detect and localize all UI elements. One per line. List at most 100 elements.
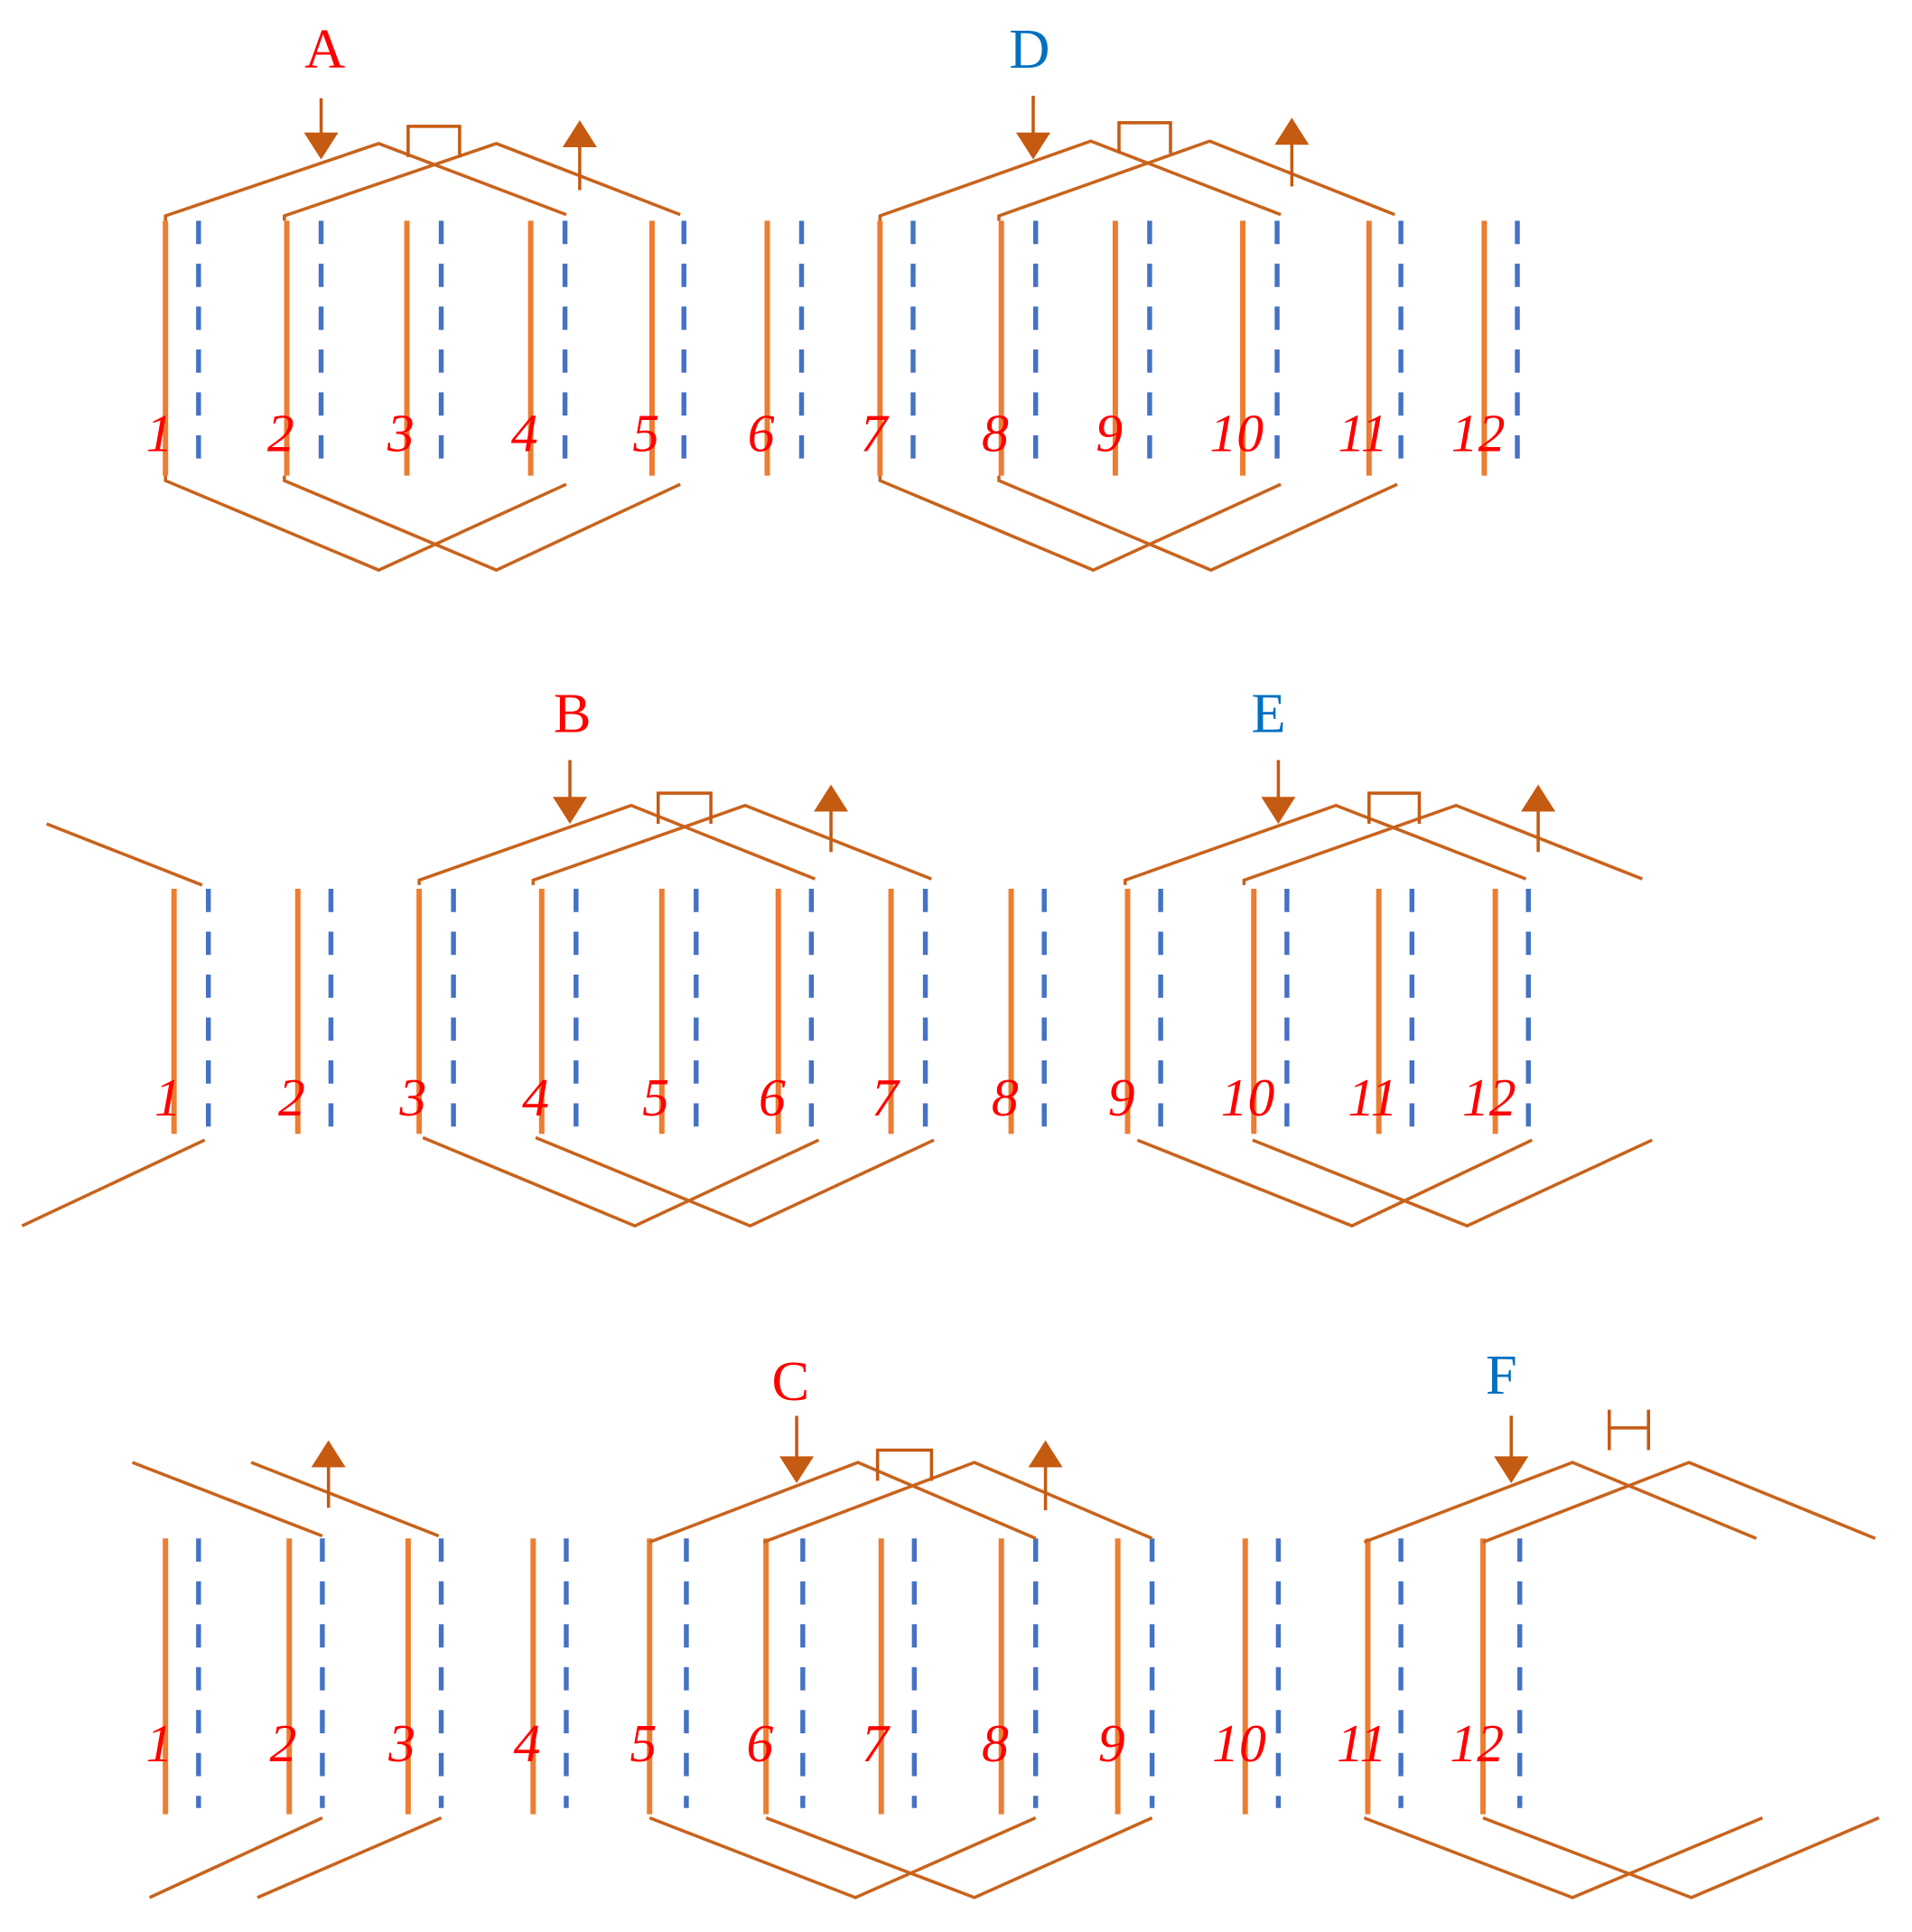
coil-end-line bbox=[1363, 1816, 1764, 1899]
coil-end-line bbox=[648, 1816, 1037, 1899]
coil-end-line bbox=[1482, 1461, 1876, 1544]
conductor-pair-10: 10 bbox=[1212, 1538, 1282, 1815]
coil-end-line bbox=[1124, 803, 1527, 885]
conductor-pair-8: 8 bbox=[982, 220, 1039, 476]
conductor-pair-6: 6 bbox=[759, 889, 815, 1134]
coil-end-line bbox=[163, 142, 567, 221]
conductor-pair-2: 2 bbox=[278, 889, 334, 1134]
slot-number: 7 bbox=[872, 1068, 900, 1127]
slot-number: 6 bbox=[748, 404, 775, 463]
winding-B: B bbox=[417, 681, 935, 1228]
slot-number: 7 bbox=[862, 1713, 891, 1773]
arrow-up-head-icon bbox=[814, 784, 849, 812]
connector-bracket-icon bbox=[1367, 791, 1422, 825]
connector-bracket-icon bbox=[656, 791, 713, 825]
conductor-pair-9: 9 bbox=[1098, 1538, 1155, 1815]
slot-number: 8 bbox=[992, 1068, 1019, 1127]
conductor-pair-7: 7 bbox=[861, 220, 916, 476]
coil-end-line bbox=[535, 1135, 935, 1228]
conductor-pair-11: 11 bbox=[1338, 220, 1404, 476]
phase-label-D: D bbox=[1009, 17, 1049, 80]
slot-number: 10 bbox=[1209, 404, 1264, 463]
arrow-down-head-icon bbox=[1494, 1456, 1529, 1484]
slot-number: 8 bbox=[982, 1713, 1009, 1773]
coil-end-line bbox=[997, 475, 1398, 573]
arrow-up-head-icon bbox=[562, 120, 597, 147]
conductor-pair-12: 12 bbox=[1450, 1538, 1523, 1815]
coil-end-line bbox=[648, 1461, 1037, 1544]
conductor-pair-10: 10 bbox=[1209, 220, 1280, 476]
coil-end-line bbox=[1136, 1138, 1534, 1228]
partial-winding-line bbox=[256, 1816, 443, 1899]
slot-number: 3 bbox=[387, 1713, 415, 1773]
coil-end-line bbox=[762, 1461, 1153, 1544]
arrow-up-head-icon bbox=[1521, 784, 1556, 812]
arrow-down-head-icon bbox=[303, 132, 339, 160]
partial-winding-line bbox=[131, 1461, 323, 1538]
coil-end-line bbox=[878, 139, 1282, 221]
conductor-pair-5: 5 bbox=[642, 889, 699, 1134]
slot-number: 9 bbox=[1108, 1068, 1135, 1127]
coil-end-line bbox=[1242, 803, 1644, 885]
connector-bracket-icon bbox=[1117, 121, 1172, 154]
conductor-pair-12: 12 bbox=[1462, 889, 1531, 1134]
conductor-pair-9: 9 bbox=[1096, 220, 1152, 476]
slot-number: 5 bbox=[632, 404, 659, 463]
winding-F: F bbox=[1363, 1343, 1880, 1899]
conductor-pair-1: 1 bbox=[154, 889, 211, 1134]
slot-number: 10 bbox=[1221, 1068, 1275, 1127]
phase-label-C: C bbox=[771, 1349, 809, 1413]
conductor-pair-4: 4 bbox=[511, 220, 568, 476]
phase-label-F: F bbox=[1486, 1343, 1517, 1406]
partial-winding-line bbox=[21, 1138, 206, 1227]
conductor-pair-10: 10 bbox=[1221, 889, 1290, 1134]
coil-end-line bbox=[283, 142, 681, 221]
connector-bracket-icon bbox=[875, 1448, 934, 1481]
slot-number: 7 bbox=[861, 404, 890, 463]
slot-number: 2 bbox=[270, 1713, 297, 1773]
slot-number: 1 bbox=[145, 404, 173, 463]
slot-number: 12 bbox=[1451, 404, 1506, 463]
connector-bracket-icon bbox=[406, 125, 462, 157]
coil-end-line bbox=[422, 1135, 820, 1228]
conductor-pair-2: 2 bbox=[267, 220, 324, 476]
partial-winding-line bbox=[250, 1461, 440, 1538]
slot-number: 11 bbox=[1337, 1713, 1386, 1773]
conductor-pair-9: 9 bbox=[1108, 889, 1163, 1134]
slot-number: 11 bbox=[1338, 404, 1387, 463]
conductor-pair-6: 6 bbox=[746, 1538, 806, 1815]
slot-number: 4 bbox=[522, 1068, 549, 1127]
winding-A: A bbox=[163, 17, 681, 573]
slot-number: 5 bbox=[642, 1068, 669, 1127]
conductor-pair-6: 6 bbox=[748, 220, 805, 476]
conductor-pair-3: 3 bbox=[398, 889, 456, 1134]
phase-label-E: E bbox=[1251, 681, 1285, 744]
arrow-down-head-icon bbox=[779, 1456, 815, 1484]
slot-number: 1 bbox=[154, 1068, 182, 1127]
conductor-pair-12: 12 bbox=[1451, 220, 1520, 476]
conductor-pair-3: 3 bbox=[387, 220, 444, 476]
conductor-pair-8: 8 bbox=[982, 1538, 1039, 1815]
slot-number: 2 bbox=[278, 1068, 305, 1127]
slot-number: 12 bbox=[1450, 1713, 1504, 1773]
slot-number: 6 bbox=[746, 1713, 773, 1773]
partial-winding-line bbox=[45, 822, 203, 887]
conductor-pair-8: 8 bbox=[992, 889, 1047, 1134]
coil-end-line bbox=[1252, 1138, 1654, 1228]
conductor-pair-11: 11 bbox=[1348, 889, 1415, 1134]
slot-number: 9 bbox=[1098, 1713, 1125, 1773]
phase-label-A: A bbox=[304, 17, 345, 80]
coil-end-line bbox=[1482, 1816, 1880, 1899]
slot-number: 1 bbox=[145, 1713, 173, 1773]
slot-number: 5 bbox=[630, 1713, 658, 1773]
coil-end-line bbox=[1363, 1461, 1758, 1544]
conductor-pair-5: 5 bbox=[630, 1538, 689, 1815]
slot-number: 3 bbox=[387, 404, 415, 463]
coil-end-line bbox=[163, 475, 567, 573]
slot-number: 12 bbox=[1462, 1068, 1516, 1127]
coil-end-line bbox=[417, 803, 816, 885]
slot-number: 4 bbox=[514, 1713, 541, 1773]
